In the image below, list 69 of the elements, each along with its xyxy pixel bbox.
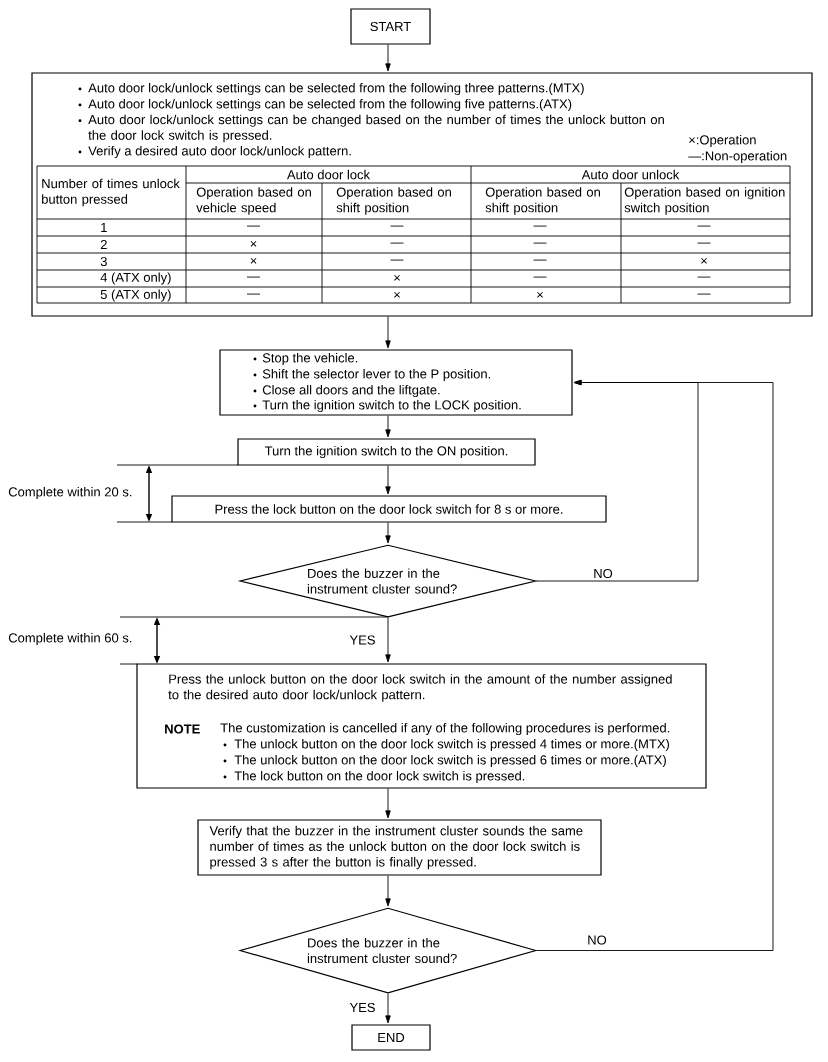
row-label: 1 [101,223,107,232]
arrow [385,415,391,438]
table-value: × [394,274,400,281]
table-value: — [247,225,260,227]
arrow [385,993,391,1024]
arrow [385,44,391,72]
note-text: The unlock button on the door lock switch is pressed 6 times or more.(ATX) [234,754,666,768]
table-value: — [533,259,547,261]
table-value: × [394,291,400,298]
row-label: 2 [100,239,107,250]
step-text: Close all doors and the liftgate. [262,384,440,398]
note-text: The lock button on the door lock switch is pressed. [234,770,525,784]
row-label: 5 (ATX only) [100,289,171,302]
table-value: × [250,257,257,264]
column-header: Operation based on ignition switch position [624,187,785,215]
table-value: — [390,242,404,244]
note-text: Auto door lock/unlock settings can be changed based on the number of times the unlock button on the door lock switch is pressed. [88,114,664,143]
table-value: — [390,259,404,261]
table-value: × [537,291,543,298]
note-text: Auto door lock/unlock settings can be selected from the following three patterns.(MTX) [88,82,584,96]
table-value: — [247,276,260,278]
dimension-label: Complete within 20 s. [8,486,132,500]
arrow [385,316,391,349]
column-header: Auto door unlock [581,169,680,180]
column-header: Operation based on shift position [485,187,600,215]
table-value: — [697,242,711,244]
table-value: — [697,225,711,227]
step-text: Shift the selector lever to the P position. [262,368,491,382]
process-box: Turn the ignition switch to the ON position. [237,438,536,466]
dimension-label: Complete within 60 s. [8,632,132,646]
edge-label: YES [348,1001,377,1014]
note-text: The unlock button on the door lock switch is pressed 4 times or more.(MTX) [234,738,669,752]
arrow [385,617,391,663]
step-text: Stop the vehicle. [262,352,358,366]
column-header: Auto door lock [287,169,371,180]
step-text: Turn the ignition switch to the LOCK position. [262,399,521,413]
arrow [385,875,391,907]
note-text: The customization is cancelled if any of the following procedures is performed. [220,722,670,736]
legend-text: ×:Operation [689,134,756,148]
table-value: × [250,240,257,247]
edge-label: NO [586,934,608,946]
row-label: 3 [100,256,107,267]
edge-label: YES [348,634,377,646]
arrow [385,788,391,819]
note-text: Auto door lock/unlock settings can be selected from the following five patterns.(ATX) [88,98,572,112]
row-label: 4 (ATX only) [100,272,171,285]
terminal-box: END [351,1024,431,1051]
terminal-box: START [350,8,431,45]
edge-label: NO [592,567,614,580]
note-heading: NOTE [165,724,200,734]
table-value: — [247,293,260,295]
column-header: Operation based on shift position [336,187,451,215]
arrow [385,465,391,495]
process-box: Press the lock button on the door lock switch for 8 s or more. [171,495,607,523]
column-header: Number of times unlock button pressed [42,178,180,207]
column-header: Operation based on vehicle speed [196,187,311,215]
table-value: — [533,276,547,278]
table-value: × [701,257,707,264]
legend-text: —:Non-operation [688,150,787,164]
table-value: — [390,225,404,227]
instruction-text: Press the unlock button on the door lock switch in the amount of the number assigned to the desired auto door lock/unlock pattern. [168,674,672,702]
table-value: — [697,293,711,295]
arrow [385,522,391,544]
table-value: — [697,276,711,278]
table-value: — [533,242,547,244]
return-arrow [536,379,774,951]
process-box: Verify that the buzzer in the instrument cluster sounds the same number of times as the unlock button on the door lock switch is pressed 3 s after the button is finally pressed. [197,819,602,876]
note-text: Verify a desired auto door lock/unlock pattern. [88,145,351,159]
table-value: — [533,225,547,227]
